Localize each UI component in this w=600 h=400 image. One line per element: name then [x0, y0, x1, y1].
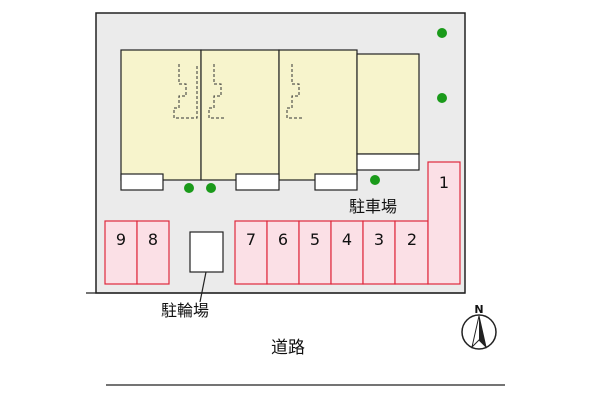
building-unit	[356, 53, 420, 155]
porch	[356, 153, 420, 171]
parking-number: 8	[148, 230, 158, 249]
compass-north-label: N	[474, 303, 483, 316]
stair-outline	[286, 64, 304, 119]
parking-number: 3	[374, 230, 384, 249]
tree-icon	[437, 93, 447, 103]
building-unit	[120, 49, 202, 181]
trees	[184, 28, 447, 193]
porch	[120, 173, 164, 191]
parking-number: 4	[342, 230, 352, 249]
tree-icon	[184, 183, 194, 193]
building-unit	[200, 49, 280, 181]
parking-space-corner	[427, 161, 461, 285]
building-block	[120, 49, 420, 191]
bicycle-parking-area	[189, 231, 224, 273]
parking-number: 9	[116, 230, 126, 249]
stair-outline	[208, 64, 226, 119]
bicycle-parking-label: 駐輪場	[161, 301, 209, 320]
parking-space	[266, 220, 300, 285]
road-label: 道路	[271, 338, 305, 358]
porch	[235, 173, 280, 191]
parking-space	[104, 220, 138, 285]
parking-number: 2	[407, 230, 417, 249]
parking-space	[234, 220, 268, 285]
parking-number: 5	[310, 230, 320, 249]
building-unit	[278, 49, 358, 181]
parking-space	[362, 220, 396, 285]
tree-icon	[437, 28, 447, 38]
parking-number: 7	[246, 230, 256, 249]
parking-number: 1	[439, 173, 449, 192]
stair-outline	[173, 64, 198, 119]
parking-left-group: 9 8	[104, 220, 170, 285]
porch	[314, 173, 358, 191]
bicycle-parking-leader	[199, 271, 207, 303]
parking-number: 6	[278, 230, 288, 249]
parking-space	[330, 220, 364, 285]
north-compass-icon: N	[461, 303, 497, 350]
parking-space	[298, 220, 332, 285]
tree-icon	[206, 183, 216, 193]
parking-space	[394, 220, 429, 285]
parking-label: 駐車場	[349, 197, 397, 216]
parking-right-group: 7 6 5 4 3 2 1	[234, 161, 461, 285]
parking-space	[136, 220, 170, 285]
tree-icon	[370, 175, 380, 185]
